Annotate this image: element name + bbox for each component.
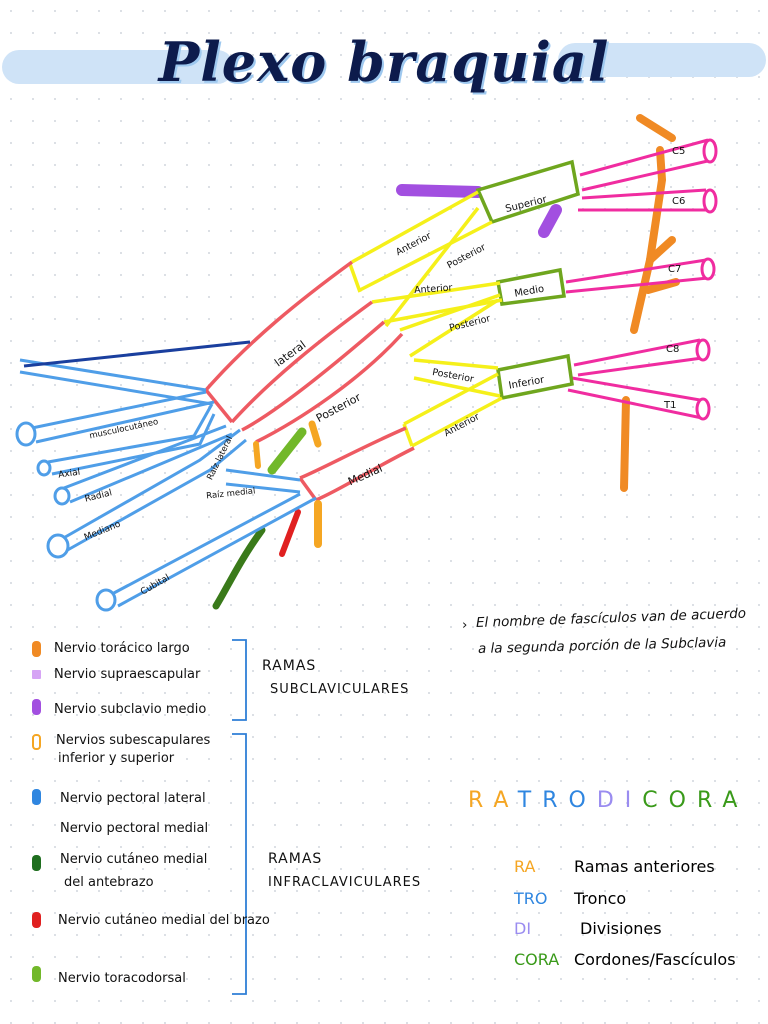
lateral-pectoral-mark — [253, 441, 261, 469]
legend-subclavius: Nervio subclavio medio — [54, 702, 207, 717]
mnemonic-letter: R — [468, 788, 494, 813]
legend-thoracodorsal: Nervio toracodorsal — [58, 971, 186, 986]
mnemonic-key-tro: TRO — [514, 889, 548, 908]
suprascapular-swatch — [32, 670, 41, 679]
long-thoracic-nerve-sketch — [620, 114, 680, 492]
division-anterior-2-label: Anterior — [414, 282, 453, 296]
legend-medial-pectoral: Nervio pectoral medial — [60, 821, 209, 836]
terminal-ends — [15, 421, 117, 612]
musculocutaneous-dark-line — [23, 340, 251, 368]
trunk-medio-label: Medio — [514, 284, 545, 300]
mnemonic-word: RATRODICORA — [468, 788, 748, 813]
cords — [204, 260, 415, 502]
mnemonic-text-di: Divisiones — [580, 919, 662, 938]
root-medial-label: Raíz medial — [206, 486, 256, 501]
mnemonic-letter: A — [722, 788, 749, 813]
infraclavicular-group-line1: RAMAS — [268, 851, 323, 867]
page-title: Plexo braquial — [158, 30, 610, 94]
trunks — [475, 159, 581, 401]
root-t1-label: T1 — [663, 400, 676, 411]
mnemonic-row-cora: CORA Cordones/Fascículos — [514, 950, 736, 969]
mnemonic-row-tro: TRO Tronco — [514, 889, 626, 908]
subclavius-nerve-mark — [538, 204, 562, 238]
divisions — [348, 190, 503, 448]
root-c5-label: C5 — [672, 146, 685, 157]
mnemonic-key-di: DI — [514, 919, 532, 938]
mnemonic-text-tro: Tronco — [574, 889, 627, 908]
root-c6-label: C6 — [672, 196, 685, 207]
subclavius-swatch — [32, 699, 41, 715]
division-posterior-1-label: Posterior — [445, 242, 487, 271]
mnemonic-letter: A — [493, 788, 518, 813]
root-c7-label: C7 — [668, 264, 681, 275]
title-bar-left — [2, 50, 234, 84]
subclavicular-group-line2: SUBCLAVICULARES — [270, 682, 410, 697]
legend-subscapular-line2: inferior y superior — [58, 751, 175, 766]
infraclavicular-bracket — [232, 733, 247, 995]
mnemonic-letter: O — [568, 788, 597, 813]
subclavicular-bracket — [232, 639, 247, 721]
suprascapular-nerve-mark — [396, 184, 484, 198]
roots — [565, 138, 713, 420]
thoracodorsal-mark — [212, 526, 266, 610]
subclavicular-group-line1: RAMAS — [262, 658, 317, 674]
terminal-nerves — [19, 358, 317, 608]
lateral-pectoral-swatch — [32, 789, 41, 805]
note-arrow: › — [462, 617, 468, 633]
thoracodorsal-swatch — [32, 966, 41, 982]
mnemonic-key-ra: RA — [514, 857, 536, 876]
medial-cutaneous-arm-swatch — [32, 912, 41, 928]
mnemonic-row-ra: RA Ramas anteriores — [514, 857, 715, 876]
legend-suprascapular: Nervio supraescapular — [54, 667, 201, 682]
medial-cutaneous-forearm-mark — [267, 427, 307, 475]
mnemonic-letter: I — [624, 788, 643, 813]
terminal-radial-label: Radial — [84, 488, 113, 504]
mnemonic-letter: R — [696, 788, 723, 813]
terminal-axial-label: Axial — [58, 468, 81, 481]
legend-lateral-pectoral: Nervio pectoral lateral — [60, 791, 206, 806]
long-thoracic-swatch — [32, 641, 41, 657]
root-c8-label: C8 — [666, 344, 679, 355]
title-bar-right — [558, 43, 766, 77]
subscapular-mark — [308, 420, 322, 448]
mnemonic-key-cora: CORA — [514, 950, 560, 969]
mnemonic-letter: C — [642, 788, 669, 813]
legend-medial-cutaneous-forearm: Nervio cutáneo medial — [60, 852, 208, 867]
mnemonic-text-ra: Ramas anteriores — [574, 857, 715, 876]
mnemonic-letter: O — [668, 788, 697, 813]
legend-subscapular: Nervios subescapulares — [56, 733, 211, 748]
infraclavicular-group-line2: INFRACLAVICULARES — [268, 875, 422, 890]
mnemonic-letter: T — [517, 788, 543, 813]
mnemonic-text-cora: Cordones/Fascículos — [574, 950, 736, 969]
root-ends — [695, 138, 718, 421]
root-lateral-label: Raíz lateral — [205, 435, 235, 482]
legend-medial-cutaneous-forearm-line2: del antebrazo — [64, 875, 154, 890]
legend-long-thoracic: Nervio torácico largo — [54, 641, 190, 656]
cord-posterior-label: Posterior — [314, 390, 363, 425]
mnemonic-letter: R — [542, 788, 569, 813]
legend-medial-cutaneous-arm: Nervio cutáneo medial del brazo — [58, 913, 270, 928]
subscapular-swatch — [32, 734, 41, 750]
medial-cutaneous-forearm-swatch — [32, 855, 41, 871]
cord-medial-label: Medial — [346, 462, 384, 489]
division-anterior-3-label: Anterior — [442, 411, 481, 439]
mnemonic-row-di: DI Divisiones — [514, 919, 662, 938]
medial-cutaneous-arm-mark — [279, 509, 301, 557]
mnemonic-letter: D — [596, 788, 625, 813]
